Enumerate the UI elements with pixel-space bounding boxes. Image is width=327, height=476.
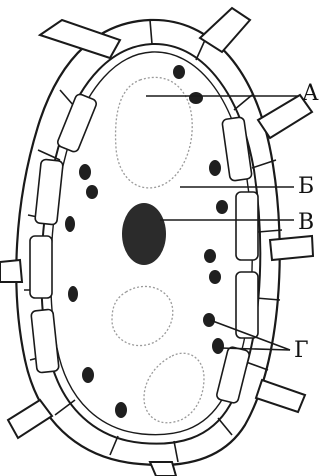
label-g: Г (294, 340, 309, 362)
label-a: А (302, 83, 319, 105)
organelle-dot (65, 216, 75, 232)
vacuole-top (116, 77, 193, 188)
organelle-dot (204, 249, 216, 263)
nucleus (122, 203, 166, 265)
organelle-dot (216, 200, 228, 214)
label-b: Б (298, 176, 314, 198)
organelle-dot (86, 185, 98, 199)
organelle-dot (209, 270, 221, 284)
vacuole-bottom (144, 353, 204, 423)
organelle-dot (189, 92, 203, 104)
organelle-dot (115, 402, 127, 418)
vacuole-middle (112, 286, 173, 345)
organelle-dot (79, 164, 91, 180)
organelle-dot (203, 313, 215, 327)
organelle-dot (82, 367, 94, 383)
label-v: В (298, 212, 314, 234)
organelle-dot (212, 338, 224, 354)
organelle-dot (68, 286, 78, 302)
organelle-dot (209, 160, 221, 176)
organelle-dot (173, 65, 185, 79)
